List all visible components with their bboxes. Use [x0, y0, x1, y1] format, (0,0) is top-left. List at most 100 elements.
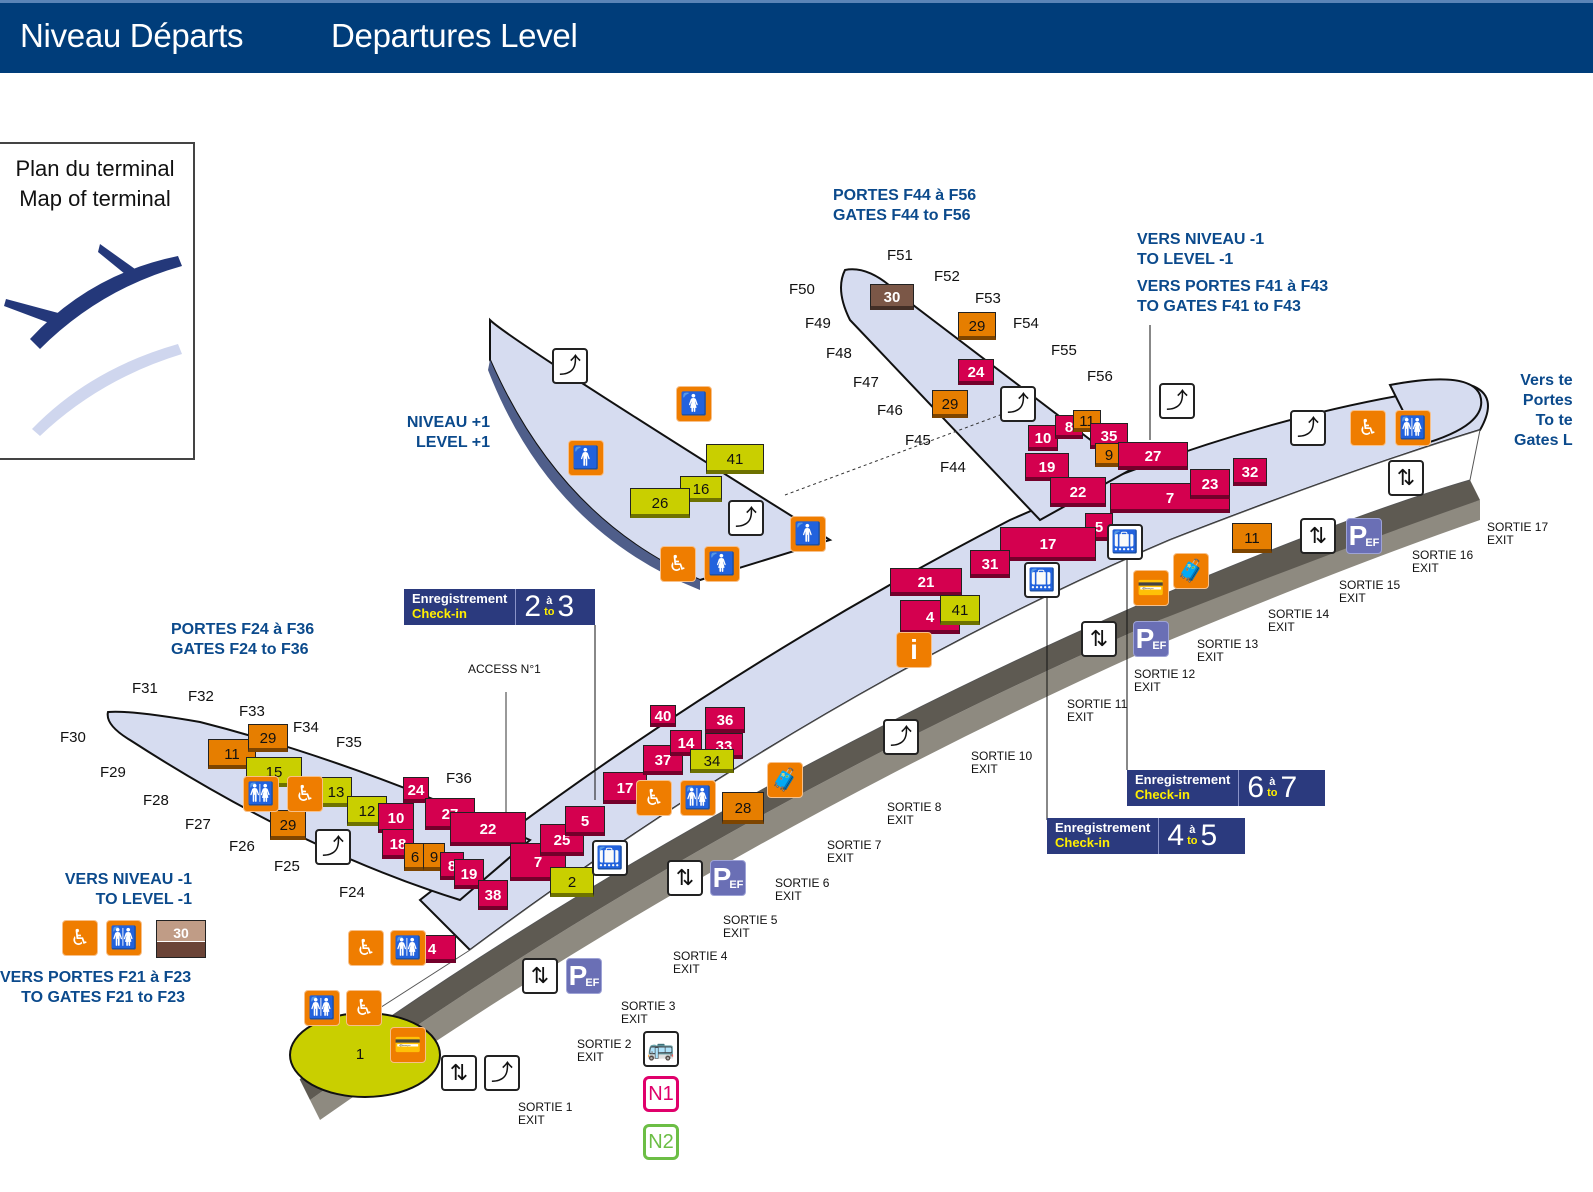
check-in-desk-icon[interactable]: 🛄 — [1024, 562, 1060, 598]
baby-change-icon[interactable]: ♿ — [346, 990, 382, 1026]
gate-f50[interactable]: F50 — [789, 281, 815, 298]
gate-f47[interactable]: F47 — [853, 374, 879, 391]
gate-f53[interactable]: F53 — [975, 290, 1001, 307]
check-in-desk-icon[interactable]: 🛄 — [1107, 524, 1143, 560]
shop-41[interactable]: 41 — [940, 595, 980, 625]
gate-f36[interactable]: F36 — [446, 770, 472, 787]
gate-f25[interactable]: F25 — [274, 858, 300, 875]
shop-21[interactable]: 21 — [890, 568, 962, 596]
bus-icon[interactable]: 🚌 — [643, 1031, 679, 1067]
gate-f24[interactable]: F24 — [339, 884, 365, 901]
payment-card-icon[interactable]: 💳 — [390, 1027, 426, 1063]
gate-f52[interactable]: F52 — [934, 268, 960, 285]
gate-f56[interactable]: F56 — [1087, 368, 1113, 385]
shop-34[interactable]: 34 — [690, 749, 734, 773]
shop-31[interactable]: 31 — [970, 550, 1010, 578]
baby-change-icon[interactable]: ♿ — [287, 776, 323, 812]
gate-f31[interactable]: F31 — [132, 680, 158, 697]
elevator-icon[interactable]: ⇅ — [1300, 518, 1336, 554]
shop-23[interactable]: 23 — [1190, 469, 1230, 499]
toilets-icon[interactable]: 🚻 — [1395, 410, 1431, 446]
elevator-icon[interactable]: ⇅ — [522, 958, 558, 994]
payment-card-icon[interactable]: 💳 — [1133, 570, 1169, 606]
men-toilet-icon[interactable]: 🚹 — [790, 516, 826, 552]
escalator-icon[interactable]: ⤴ — [552, 348, 588, 384]
escalator-icon[interactable]: ⤴ — [1290, 410, 1326, 446]
shop-24[interactable]: 24 — [958, 359, 994, 385]
shop-28[interactable]: 28 — [722, 792, 764, 824]
elevator-icon[interactable]: ⇅ — [1081, 621, 1117, 657]
shop-37[interactable]: 37 — [643, 745, 683, 775]
shop-22[interactable]: 22 — [450, 812, 526, 846]
gate-f26[interactable]: F26 — [229, 838, 255, 855]
gate-f30[interactable]: F30 — [60, 729, 86, 746]
shop-2[interactable]: 2 — [550, 867, 594, 897]
elevator-icon[interactable]: ⇅ — [441, 1055, 477, 1091]
shop-40[interactable]: 40 — [650, 705, 676, 727]
n2-badge[interactable]: N2 — [643, 1124, 679, 1160]
shop-38[interactable]: 38 — [478, 880, 508, 910]
check-in-desk-icon[interactable]: 🛄 — [592, 840, 628, 876]
women-toilet-icon[interactable]: 🚺 — [704, 546, 740, 582]
gate-f55[interactable]: F55 — [1051, 342, 1077, 359]
toilets-icon[interactable]: 🚻 — [243, 776, 279, 812]
shop-10[interactable]: 10 — [1028, 425, 1058, 451]
toilets-icon[interactable]: 🚻 — [390, 930, 426, 966]
escalator-icon[interactable]: ⤴ — [484, 1055, 520, 1091]
toilets-icon[interactable]: 🚻 — [304, 990, 340, 1026]
escalator-icon[interactable]: ⤴ — [1000, 386, 1036, 422]
shop-19[interactable]: 19 — [1025, 453, 1069, 481]
gate-f35[interactable]: F35 — [336, 734, 362, 751]
gate-f32[interactable]: F32 — [188, 688, 214, 705]
escalator-icon[interactable]: ⤴ — [728, 500, 764, 536]
gate-f49[interactable]: F49 — [805, 315, 831, 332]
shop-24[interactable]: 24 — [403, 777, 429, 803]
shop-32[interactable]: 32 — [1233, 458, 1267, 486]
baby-change-icon[interactable]: ♿ — [660, 546, 696, 582]
shop-19[interactable]: 19 — [454, 859, 484, 889]
gate-f44[interactable]: F44 — [940, 459, 966, 476]
gate-f34[interactable]: F34 — [293, 719, 319, 736]
baggage-weigh-icon[interactable]: 🧳 — [767, 762, 803, 798]
shop-17[interactable]: 17 — [1000, 527, 1096, 561]
information-icon[interactable]: i — [896, 632, 932, 668]
baby-change-icon[interactable]: ♿ — [1350, 410, 1386, 446]
men-toilet-icon[interactable]: 🚹 — [568, 440, 604, 476]
gate-f54[interactable]: F54 — [1013, 315, 1039, 332]
baby-change-icon[interactable]: ♿ — [636, 780, 672, 816]
gate-f28[interactable]: F28 — [143, 792, 169, 809]
escalator-icon[interactable]: ⤴ — [1159, 383, 1195, 419]
shop-36[interactable]: 36 — [705, 707, 745, 733]
shop-29[interactable]: 29 — [932, 390, 968, 418]
shop-29[interactable]: 29 — [958, 312, 996, 340]
baby-change-icon[interactable]: ♿ — [348, 930, 384, 966]
gate-f45[interactable]: F45 — [905, 432, 931, 449]
women-toilet-icon[interactable]: 🚺 — [676, 386, 712, 422]
escalator-icon[interactable]: ⤴ — [883, 719, 919, 755]
baggage-weigh-icon[interactable]: 🧳 — [1173, 553, 1209, 589]
shop-41[interactable]: 41 — [706, 444, 764, 474]
gate-f51[interactable]: F51 — [887, 247, 913, 264]
shop-29[interactable]: 29 — [248, 724, 288, 752]
elevator-icon[interactable]: ⇅ — [1388, 460, 1424, 496]
shop-22[interactable]: 22 — [1050, 477, 1106, 507]
gate-f33[interactable]: F33 — [239, 703, 265, 720]
shop-27[interactable]: 27 — [1118, 442, 1188, 470]
shop-30[interactable]: 30 — [870, 284, 914, 310]
shop-13[interactable]: 13 — [320, 777, 352, 807]
toilets-icon[interactable]: 🚻 — [680, 780, 716, 816]
elevator-icon[interactable]: ⇅ — [667, 860, 703, 896]
gate-f46[interactable]: F46 — [877, 402, 903, 419]
shop-29[interactable]: 29 — [270, 810, 306, 840]
escalator-icon[interactable]: ⤴ — [315, 829, 351, 865]
shop-11[interactable]: 11 — [1232, 523, 1272, 553]
shop-14[interactable]: 14 — [670, 730, 702, 756]
shop-1[interactable]: 1 — [355, 1046, 365, 1063]
gate-f29[interactable]: F29 — [100, 764, 126, 781]
shop-5[interactable]: 5 — [565, 806, 605, 836]
gate-f27[interactable]: F27 — [185, 816, 211, 833]
